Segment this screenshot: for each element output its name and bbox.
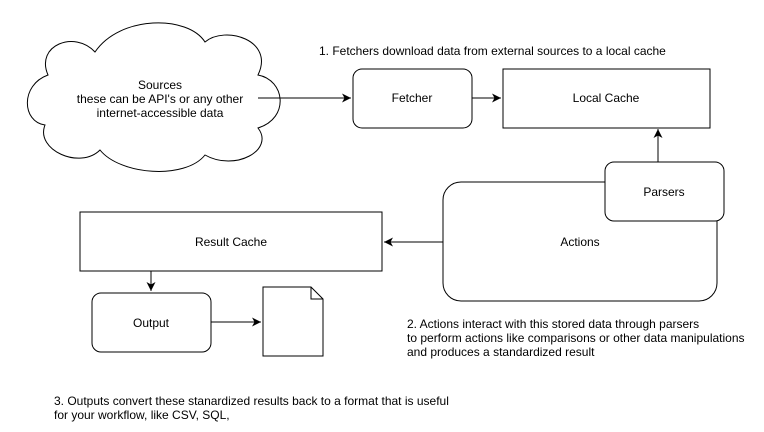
result-cache-node: Result Cache xyxy=(79,211,383,272)
note-step-2-line-2: to perform actions like comparisons or o… xyxy=(407,331,745,345)
note-step-3-line-1: 3. Outputs convert these stanardized res… xyxy=(54,394,449,408)
output-node: Output xyxy=(91,292,212,353)
note-step-1-line-1: 1. Fetchers download data from external … xyxy=(319,44,666,58)
local-cache-node: Local Cache xyxy=(502,68,711,129)
sources-cloud: Sources these can be API's or any other … xyxy=(26,22,281,172)
document-icon xyxy=(262,286,324,357)
sources-desc-line-2: internet-accessible data xyxy=(97,106,224,120)
actions-label: Actions xyxy=(560,235,599,249)
parsers-label: Parsers xyxy=(643,185,684,199)
note-step-2-line-3: and produces a standardized result xyxy=(407,345,595,359)
result-cache-label: Result Cache xyxy=(195,235,267,249)
note-step-1: 1. Fetchers download data from external … xyxy=(319,44,666,58)
note-step-3: 3. Outputs convert these stanardized res… xyxy=(54,394,449,422)
fetcher-node: Fetcher xyxy=(352,68,473,129)
parsers-node: Parsers xyxy=(604,161,725,222)
note-step-3-line-2: for your workflow, like CSV, SQL, xyxy=(54,408,230,422)
output-label: Output xyxy=(133,316,170,330)
local-cache-label: Local Cache xyxy=(573,91,640,105)
sources-desc-line-1: these can be API's or any other xyxy=(77,92,243,106)
fetcher-label: Fetcher xyxy=(392,91,433,105)
note-step-2-line-1: 2. Actions interact with this stored dat… xyxy=(407,317,699,331)
note-step-2: 2. Actions interact with this stored dat… xyxy=(407,317,745,359)
sources-title: Sources xyxy=(138,78,182,92)
